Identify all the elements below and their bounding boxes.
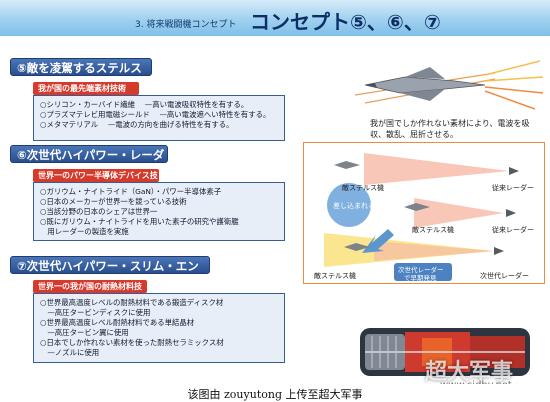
section7-title: ⑦次世代ハイパワー・スリム・エンジン: [10, 256, 210, 291]
section6-item: ○ガリウム・ナイトライド（GaN）・パワー半導体素子: [40, 187, 222, 196]
section5-item: ○メタマテリアル —電波の方向を曲げる特性を有する。: [40, 120, 234, 129]
section7-item: —ノズルに使用: [40, 348, 100, 357]
label-radar-mid: 従来レーダー: [492, 226, 534, 234]
label-radar-bottom: 次世代レーダー: [480, 272, 529, 280]
footer-bar: 该图由 zouyutong 上传至超大军事: [0, 384, 550, 402]
watermark: 超大军事: [425, 360, 514, 385]
section5-title: ⑤敵を凌駕するステルス: [10, 58, 152, 76]
stealth-aircraft-image: [354, 60, 544, 110]
section7-item: ○日本でしか作れない素材を使った耐熱セラミックス材: [40, 338, 224, 347]
section7-item: —高圧タービンディスクに使用: [40, 308, 151, 317]
label-enemy-stealth-bottom: 敵ステルス機: [314, 272, 356, 280]
section5-item: ○シリコン・カーバイド繊維 —高い電波吸収特性を有する。: [40, 100, 249, 109]
section6-title: ⑥次世代ハイパワー・レーダー: [10, 145, 168, 180]
section5-caption-line: 収、散乱、屈折させる。: [370, 130, 458, 139]
label-enemy-stealth-mid: 敵ステルス機: [412, 226, 454, 234]
label-enemy-stealth-top: 敵ステルス機: [342, 184, 384, 192]
label-radar-top: 従来レーダー: [492, 184, 534, 192]
section7-item: ○世界最高温度レベルの耐熱材料である鍛造ディスク材: [40, 298, 224, 307]
label-next-radar-line1: 次世代レーダー: [398, 266, 444, 274]
footer-text: 该图由 zouyutong 上传至超大军事: [187, 388, 363, 401]
section6-item: ○当該分野の日本のシェアは世界一: [40, 207, 158, 216]
section5-caption-line: 我が国でしか作れない素材により、電波を吸: [370, 119, 530, 128]
section6-tech-label: 世界一のパワー半導体デバイス技術: [33, 169, 159, 193]
header-band: 3. 将来戦闘機コンセプト コンセプト⑤、⑥、⑦: [0, 0, 550, 36]
section6-item: ○日本のメーカーが世界一を競っている技術: [40, 197, 187, 206]
section5-item: ○プラズマテレビ用電磁シールド —高い電波遮へい特性を有する。: [40, 110, 271, 119]
header-subtitle: 3. 将来戦闘機コンセプト: [135, 20, 237, 30]
section6-item: ○既にガリウム・ナイトライドを用いた素子の研究や護衛艦: [40, 217, 239, 226]
section6-box: ○ガリウム・ナイトライド（GaN）・パワー半導体素子 ○日本のメーカーが世界一を…: [33, 182, 285, 241]
section7-box: ○世界最高温度レベルの耐熱材料である鍛造ディスク材 —高圧タービンディスクに使用…: [33, 293, 285, 363]
section7-item: ○世界最高温度レベル耐熱材料である単結晶材: [40, 318, 195, 327]
engine-cutaway-image: [360, 328, 530, 376]
section7-item: —高圧タービン翼に使用: [40, 328, 129, 337]
label-not-found: 差し込まれる: [333, 202, 375, 210]
section6-item: 用レーダーの製造を実施: [40, 227, 129, 236]
section5-tech-label: 我が国の最先端素材技術: [33, 82, 139, 95]
label-next-radar-line2: で早期発見: [404, 274, 437, 282]
radar-diagram-frame: 敵ステルス機 従来レーダー 差し込まれる 敵ステルス機 従来レーダー 敵ステルス…: [303, 142, 545, 284]
header-title: コンセプト⑤、⑥、⑦: [250, 10, 441, 34]
section5-caption: 我が国でしか作れない素材により、電波を吸 収、散乱、屈折させる。: [370, 118, 550, 140]
radar-diagram: [324, 153, 519, 281]
section5-box: ○シリコン・カーバイド繊維 —高い電波吸収特性を有する。 ○プラズマテレビ用電磁…: [33, 95, 285, 141]
section7-tech-label: 世界一の我が国の耐熱材料技術: [33, 280, 147, 304]
